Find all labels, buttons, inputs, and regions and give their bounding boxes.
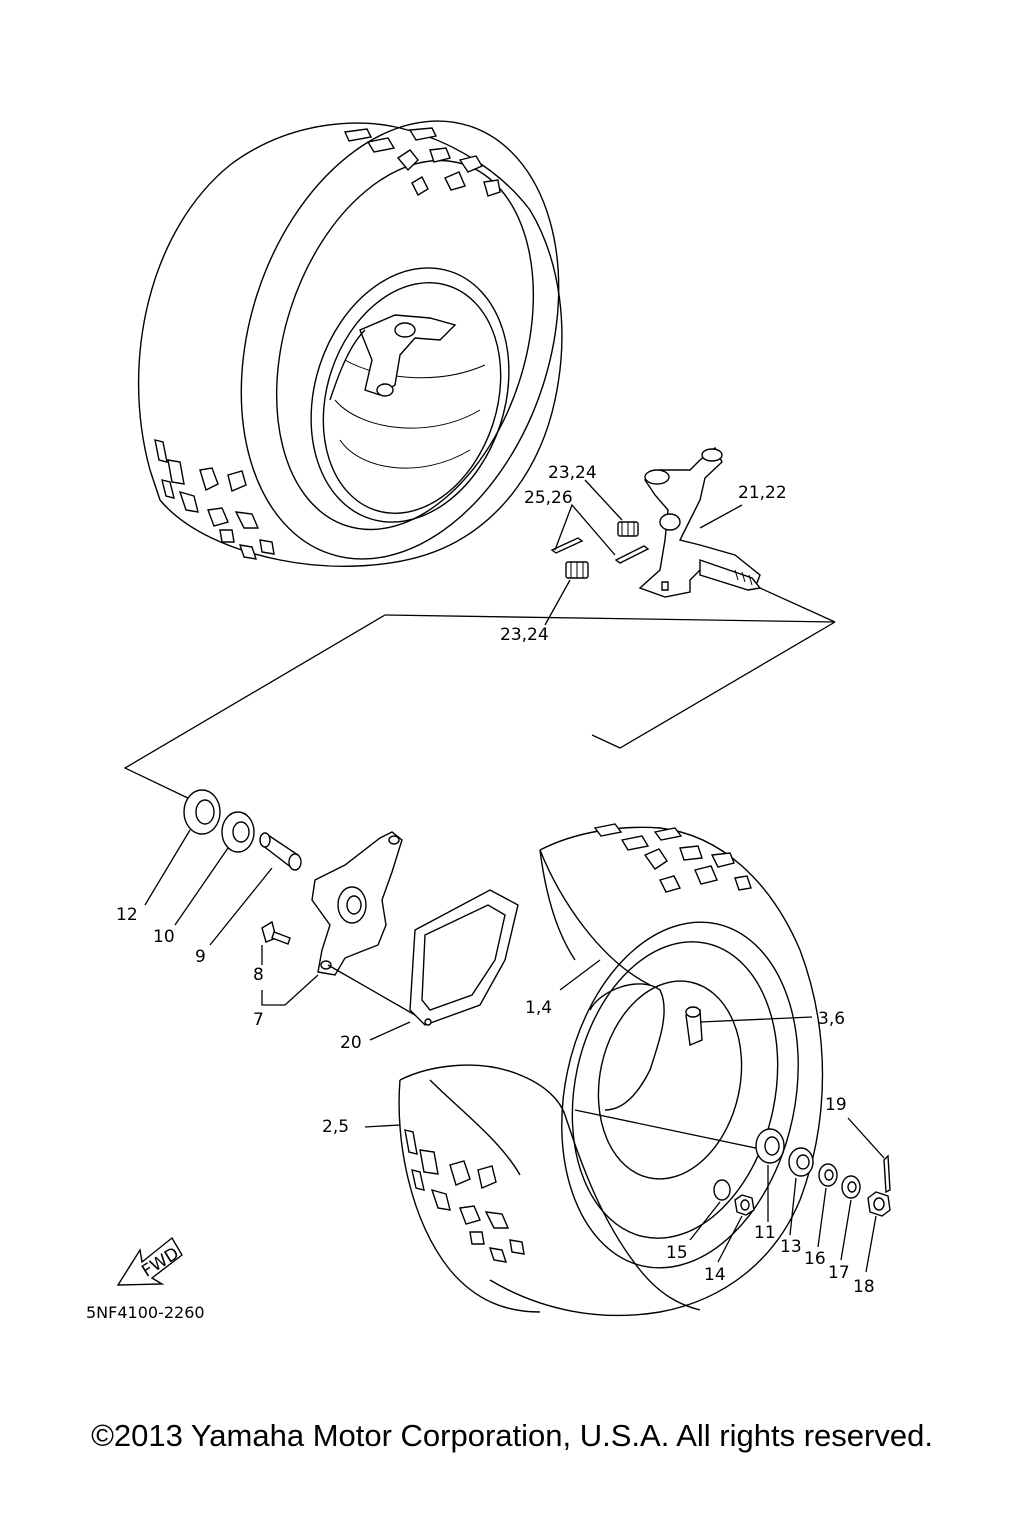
callout-9: 9 <box>195 947 206 967</box>
tread-blocks-lower <box>404 823 752 1263</box>
callout-23-24-top: 23,24 <box>548 463 597 483</box>
callout-17: 17 <box>828 1263 850 1283</box>
assembled-wheel-illustration <box>137 120 563 567</box>
callout-13: 13 <box>780 1237 802 1257</box>
copyright-notice: ©2013 Yamaha Motor Corporation, U.S.A. A… <box>91 1418 933 1453</box>
cotter-pin-right <box>614 545 650 564</box>
steering-knuckle-illustration <box>550 446 762 598</box>
tread-blocks-top <box>343 127 501 197</box>
forward-arrow-icon: FWD <box>116 1236 183 1286</box>
cotter-pin-left <box>550 537 584 554</box>
callout-21-22: 21,22 <box>738 483 787 503</box>
split-wheel-illustration <box>398 823 824 1317</box>
axle-leader-lines <box>689 1117 885 1273</box>
callout-3-6: 3,6 <box>818 1009 845 1029</box>
castle-nut-lower <box>565 561 589 579</box>
callout-1-4: 1,4 <box>525 998 552 1018</box>
callout-10: 10 <box>153 927 175 947</box>
callout-15: 15 <box>666 1243 688 1263</box>
callout-18: 18 <box>853 1277 875 1297</box>
callout-23-24-bottom: 23,24 <box>500 625 549 645</box>
callout-12: 12 <box>116 905 138 925</box>
callout-labels: 23,24 25,26 21,22 23,24 12 10 9 8 7 1,4 … <box>86 463 875 1322</box>
callout-2-5: 2,5 <box>322 1117 349 1137</box>
callout-11: 11 <box>754 1223 776 1243</box>
callout-16: 16 <box>804 1249 826 1269</box>
callout-20: 20 <box>340 1033 362 1053</box>
assembly-plane-lines <box>123 587 836 801</box>
callout-25-26: 25,26 <box>524 488 573 508</box>
callout-8: 8 <box>253 965 264 985</box>
callout-7: 7 <box>253 1010 264 1030</box>
callout-14: 14 <box>704 1265 726 1285</box>
callout-19: 19 <box>825 1095 847 1115</box>
castle-nut-upper <box>617 521 639 537</box>
hub-parts-illustration <box>183 789 519 1026</box>
axle-parts-illustration <box>713 1128 891 1217</box>
wheel-leader-lines <box>364 959 813 1151</box>
tread-blocks-bottom <box>154 439 275 560</box>
hub-leader-lines <box>144 829 416 1041</box>
diagram-code: 5NF4100-2260 <box>86 1303 205 1322</box>
